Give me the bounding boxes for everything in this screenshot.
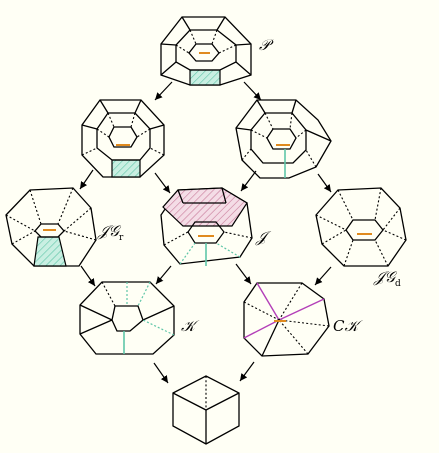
polytope-JGd: 𝒥𝒢d — [315, 187, 407, 289]
arrow-left-J — [154, 172, 171, 194]
polytope-CK: C𝒦 — [243, 282, 363, 357]
arrow-JGd-CK — [314, 266, 332, 286]
label-J: 𝒥 — [255, 228, 272, 246]
arrow-K-cube — [153, 362, 169, 384]
label-JGd: 𝒥𝒢d — [373, 268, 401, 289]
polytope-P-right — [235, 99, 332, 179]
arrow-JGr-K — [80, 265, 96, 287]
arrow-P-left — [154, 81, 173, 101]
polytope-JGr: 𝒥𝒢r — [5, 187, 124, 267]
arrow-P-right — [243, 81, 262, 101]
label-JGr: 𝒥𝒢r — [97, 222, 124, 243]
arrow-right-J — [240, 170, 257, 192]
polytope-K: 𝒦 — [79, 281, 200, 355]
arrow-right-JGd — [317, 173, 332, 193]
label-P: 𝒫 — [259, 36, 274, 54]
arrow-J-K — [155, 265, 172, 285]
polytope-cube — [172, 375, 240, 445]
arrow-J-CK — [235, 263, 252, 285]
label-K: 𝒦 — [181, 317, 200, 335]
polytope-P-left — [81, 99, 165, 178]
polytope-J: 𝒥 — [160, 187, 272, 266]
arrow-CK-cube — [239, 361, 255, 382]
label-CK: C𝒦 — [333, 317, 363, 335]
polytope-P: 𝒫 — [160, 16, 274, 86]
arrows — [79, 81, 332, 384]
arrow-left-JGr — [79, 169, 94, 190]
